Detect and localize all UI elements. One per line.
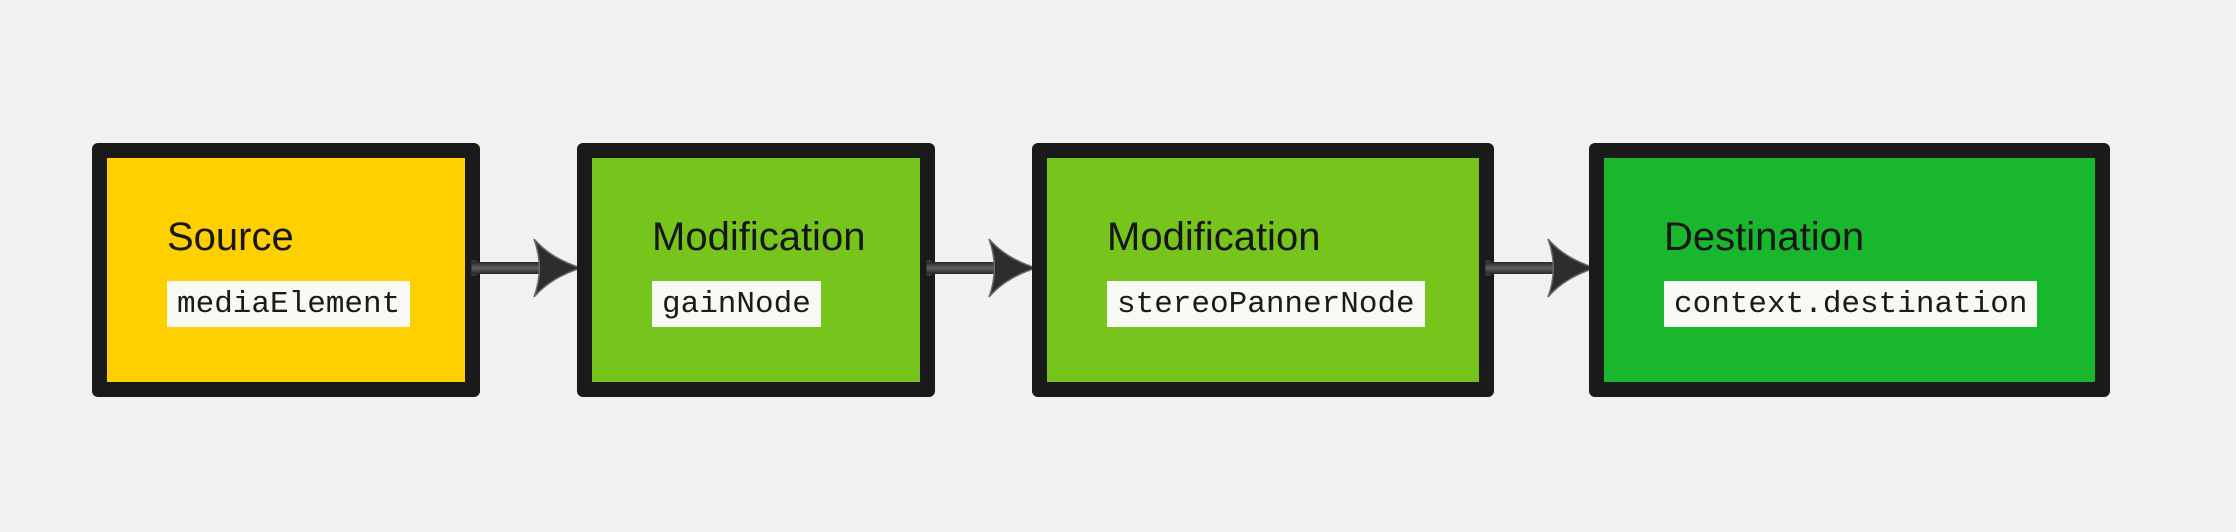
node-code-chip: gainNode — [652, 281, 821, 327]
node-code-chip: mediaElement — [167, 281, 411, 327]
arrow-right-icon — [926, 236, 1036, 300]
arrow-right-icon — [1485, 236, 1595, 300]
arrow-right-icon — [471, 236, 581, 300]
node-title: Modification — [1107, 215, 1321, 259]
node-title: Source — [167, 215, 294, 259]
flow-node-destination: Destination context.destination — [1589, 143, 2110, 397]
flow-node-modification-panner: Modification stereoPannerNode — [1032, 143, 1494, 397]
node-title: Destination — [1664, 215, 1865, 259]
node-code-chip: stereoPannerNode — [1107, 281, 1425, 327]
node-title: Modification — [652, 215, 866, 259]
flow-node-modification-gain: Modification gainNode — [577, 143, 935, 397]
node-code-chip: context.destination — [1664, 281, 2038, 327]
flow-node-source: Source mediaElement — [92, 143, 480, 397]
